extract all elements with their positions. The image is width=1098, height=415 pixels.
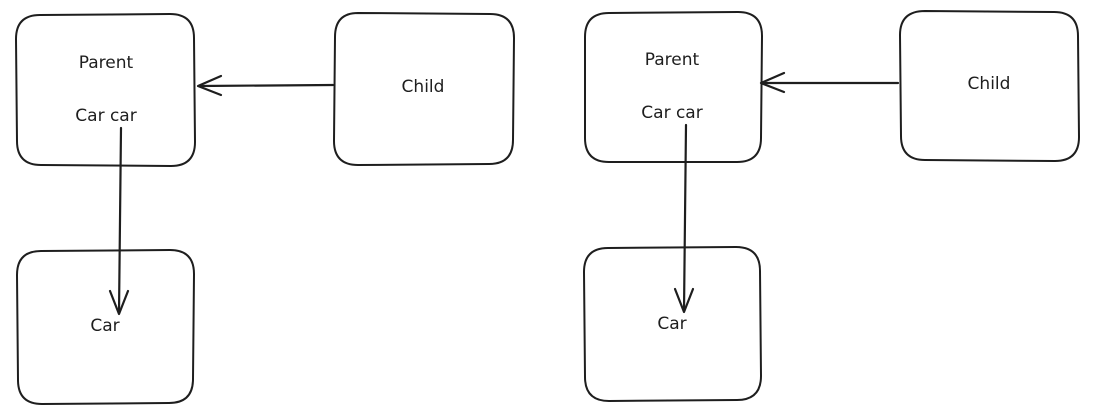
arrow-child-to-parent: [196, 74, 335, 97]
parent-field-car: Car car: [641, 103, 702, 123]
parent-box-shape: [14, 12, 197, 168]
car-title: Car: [657, 314, 686, 334]
parent-title: Parent: [645, 50, 700, 70]
arrow-parent-field-to-car: [108, 126, 130, 316]
child-node[interactable]: Child: [898, 9, 1081, 163]
car-node[interactable]: Car: [15, 248, 196, 406]
car-box-shape: [15, 248, 196, 406]
arrow-parent-field-to-car: [673, 123, 695, 314]
child-title: Child: [402, 77, 445, 97]
diagram-left: Parent Car car Child Car: [14, 11, 516, 406]
diagram-right: Parent Car car Child Car: [582, 9, 1081, 403]
child-box-shape: [332, 11, 516, 167]
arrow-child-to-parent: [759, 71, 900, 94]
car-box-shape: [582, 245, 763, 403]
car-title: Car: [90, 316, 119, 336]
parent-node[interactable]: Parent Car car: [14, 12, 197, 168]
child-box-shape: [898, 9, 1081, 163]
parent-box-shape: [584, 10, 764, 163]
car-node[interactable]: Car: [582, 245, 763, 403]
parent-field-car: Car car: [75, 106, 136, 126]
parent-title: Parent: [79, 53, 134, 73]
child-node[interactable]: Child: [332, 11, 516, 167]
parent-node[interactable]: Parent Car car: [584, 10, 764, 163]
child-title: Child: [968, 74, 1011, 94]
